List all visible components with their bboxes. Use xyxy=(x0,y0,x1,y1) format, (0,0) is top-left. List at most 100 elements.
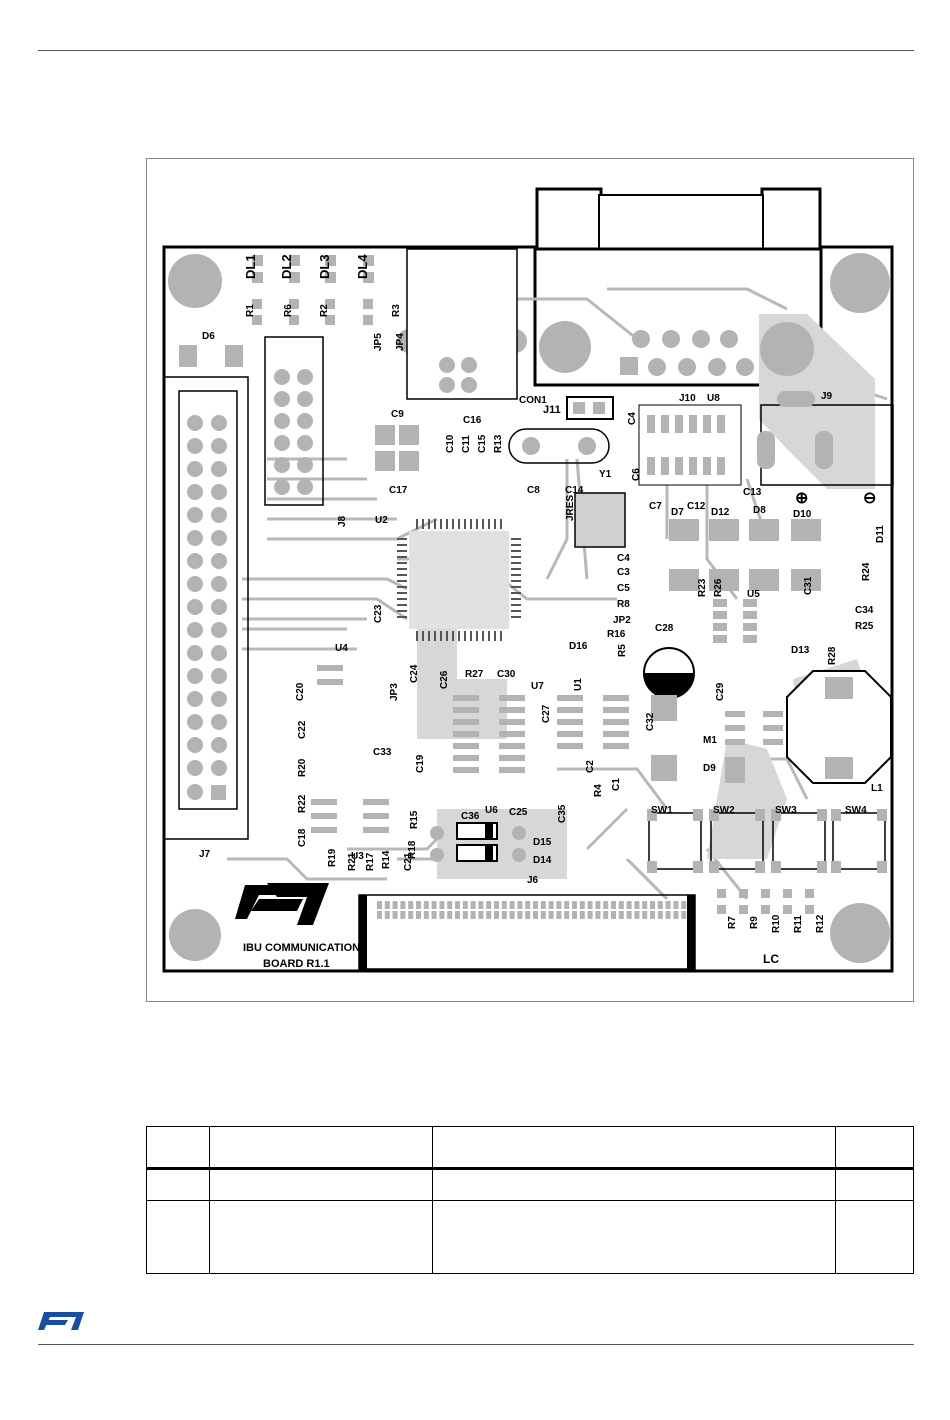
board-st-logo xyxy=(235,883,329,925)
label-r25: R25 xyxy=(855,621,874,632)
label-c22: C22 xyxy=(297,720,308,739)
label-c15: C15 xyxy=(477,434,488,453)
label-c23: C23 xyxy=(373,604,384,623)
j6-pin xyxy=(564,911,570,919)
j6-pin xyxy=(494,911,499,919)
label-r23: R23 xyxy=(697,578,708,597)
label-d16: D16 xyxy=(569,641,588,652)
j6-pin xyxy=(525,911,531,919)
label-c4b: C4 xyxy=(627,412,638,425)
j6-pin xyxy=(556,911,562,919)
j6-pin xyxy=(431,901,437,909)
j6-pin xyxy=(392,901,398,909)
j6-pin xyxy=(462,911,468,919)
j6-pin xyxy=(501,911,507,919)
label-r26: R26 xyxy=(713,578,724,597)
j6-pin xyxy=(455,911,460,919)
u2-body xyxy=(409,531,509,629)
label-r6: R6 xyxy=(283,304,294,317)
j6-pin xyxy=(423,901,429,909)
label-r18: R18 xyxy=(407,840,418,859)
table-cell xyxy=(835,1168,914,1201)
label-d10: D10 xyxy=(793,509,812,520)
j6-pin xyxy=(377,901,382,909)
j6-pin xyxy=(611,901,616,909)
j6-pin xyxy=(384,901,390,909)
diode-pads xyxy=(669,519,821,591)
db9-pins xyxy=(620,330,754,376)
switches xyxy=(648,812,886,870)
y1-crystal xyxy=(508,428,610,464)
j6-pin xyxy=(665,911,671,919)
j6-pin xyxy=(548,911,554,919)
table-cell xyxy=(146,1168,210,1201)
db9-left-flange xyxy=(535,187,603,251)
label-r27: R27 xyxy=(465,669,484,680)
j6-pin xyxy=(587,901,593,909)
j6-pin xyxy=(595,911,601,919)
table-header-row xyxy=(146,1126,914,1170)
label-j7: J7 xyxy=(199,849,211,860)
label-d15: D15 xyxy=(533,837,552,848)
label-m1: M1 xyxy=(703,735,717,746)
label-c32: C32 xyxy=(645,712,656,731)
label-c27: C27 xyxy=(541,704,552,723)
label-c24: C24 xyxy=(409,664,420,683)
label-r16: R16 xyxy=(607,629,626,640)
label-j8: J8 xyxy=(337,515,348,527)
j6-pin xyxy=(408,901,414,909)
pcb-figure: DL1 DL2 DL3 DL4 R1 R6 R2 R3 D6 JP5 JP4 C… xyxy=(146,158,914,1002)
j6-pin xyxy=(634,911,640,919)
label-c21: C21 xyxy=(403,852,414,871)
label-c1: C1 xyxy=(611,778,622,791)
u2-pins xyxy=(397,519,521,641)
plus-symbol: ⊕ xyxy=(795,490,808,507)
label-c2: C2 xyxy=(585,760,596,773)
j6-pin xyxy=(634,901,640,909)
silkscreen-labels: DL1 DL2 DL3 DL4 R1 R6 R2 R3 D6 JP5 JP4 C… xyxy=(199,254,886,933)
table-cell xyxy=(146,1200,210,1274)
j6-pin xyxy=(626,911,632,919)
label-j6: J6 xyxy=(527,875,539,886)
j6-pin xyxy=(478,911,484,919)
j6-pin xyxy=(416,901,421,909)
label-r5: R5 xyxy=(617,644,628,657)
table-cell xyxy=(209,1200,433,1274)
label-r10: R10 xyxy=(771,914,782,933)
j6-pin xyxy=(611,911,616,919)
label-c4: C4 xyxy=(617,553,630,564)
j6-pin xyxy=(416,911,421,919)
label-u1: U1 xyxy=(573,678,584,691)
j7-outline xyxy=(163,376,249,840)
j6-pin xyxy=(665,901,671,909)
label-dl2: DL2 xyxy=(279,254,294,279)
j6-pin xyxy=(572,911,577,919)
j6-pin xyxy=(642,911,648,919)
con1-outline xyxy=(406,248,518,400)
j6-pin xyxy=(657,901,663,909)
u8-pads xyxy=(647,415,725,475)
label-l1: L1 xyxy=(871,783,883,794)
db9-shell xyxy=(598,194,764,250)
j6-pin xyxy=(681,911,687,919)
label-d7: D7 xyxy=(671,507,684,518)
label-c12: C12 xyxy=(687,501,706,512)
label-r22: R22 xyxy=(297,794,308,813)
mounting-holes xyxy=(168,253,890,963)
j6-pin xyxy=(579,901,585,909)
board-title-line1: IBU COMMUNICATION xyxy=(243,942,360,954)
label-j10: J10 xyxy=(679,393,696,404)
j8-pins xyxy=(274,369,313,495)
label-u6: U6 xyxy=(485,805,498,816)
label-d9: D9 xyxy=(703,763,716,774)
label-jres: JRES xyxy=(565,495,576,521)
label-r11: R11 xyxy=(793,915,804,933)
dl-pads xyxy=(252,255,374,325)
l1-inductor xyxy=(786,670,892,784)
table-header-cell xyxy=(209,1126,433,1170)
label-r14: R14 xyxy=(381,850,392,869)
table-header-cell xyxy=(432,1126,836,1170)
j6-pin xyxy=(486,911,492,919)
label-r1: R1 xyxy=(245,304,256,317)
u5-pads xyxy=(713,599,757,643)
